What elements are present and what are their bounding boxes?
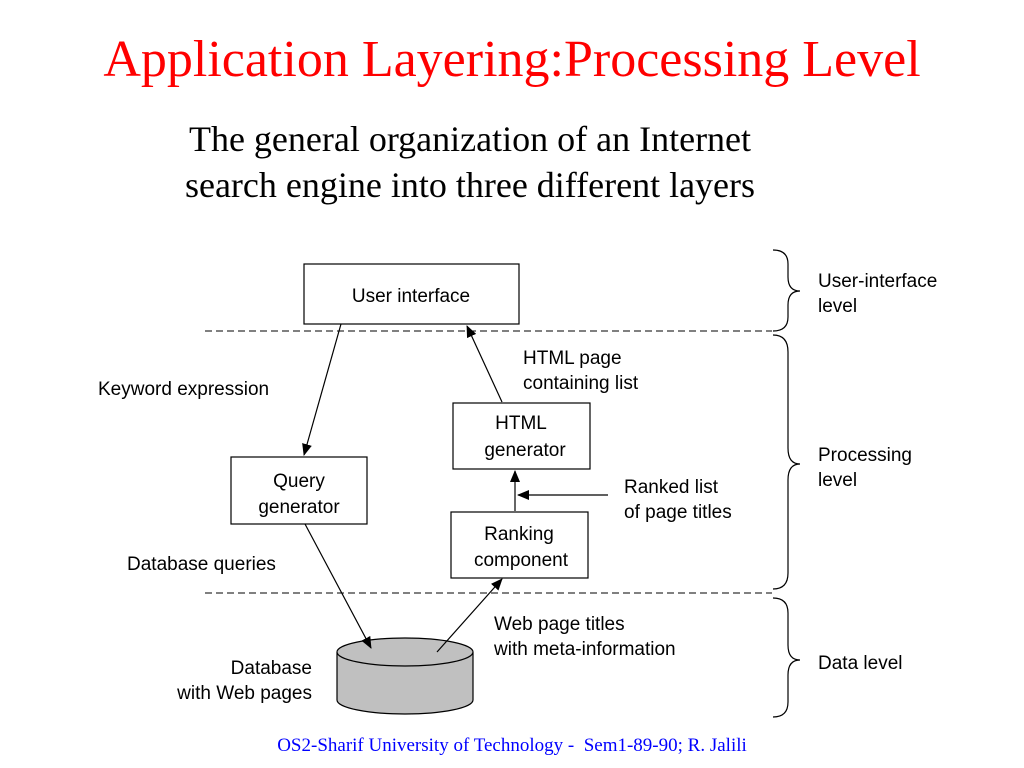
ranked-list-label-2: of page titles	[624, 502, 732, 523]
processing-level-label-1: Processing	[818, 445, 912, 466]
html-generator-label-2: generator	[484, 440, 566, 461]
data-level-label: Data level	[818, 653, 903, 674]
database-cylinder	[336, 637, 474, 715]
web-titles-label-2: with meta-information	[493, 639, 676, 660]
ranking-label-2: component	[474, 550, 569, 571]
ranking-label-1: Ranking	[484, 524, 554, 545]
query-generator-box: Query generator	[230, 456, 368, 525]
ui-level-label-1: User-interface	[818, 271, 937, 292]
subtitle-line-1: The general organization of an Internet	[188, 119, 752, 159]
db-query-arrow	[304, 523, 372, 649]
html-page-label-1: HTML page	[523, 348, 622, 369]
query-generator-label-2: generator	[258, 497, 340, 518]
html-page-arrow	[466, 325, 503, 403]
keyword-arrow	[302, 323, 342, 456]
keyword-expression-label: Keyword expression	[98, 379, 269, 400]
database-label-1: Database	[231, 658, 312, 679]
ui-level-brace	[772, 249, 801, 332]
data-level-brace	[772, 597, 801, 718]
html-generator-box: HTML generator	[452, 402, 591, 470]
html-generator-label-1: HTML	[495, 413, 547, 434]
user-interface-label: User interface	[352, 286, 470, 307]
subtitle-line-2: search engine into three different layer…	[184, 165, 756, 205]
user-interface-box: User interface	[303, 263, 520, 325]
database-label-2: with Web pages	[176, 683, 312, 704]
processing-level-brace	[772, 334, 801, 590]
slide-subtitle: The general organization of an Internet …	[60, 116, 880, 208]
query-generator-label-1: Query	[273, 471, 325, 492]
web-titles-arrow	[436, 578, 503, 653]
ui-level-label-2: level	[818, 296, 857, 317]
slide-footer: OS2-Sharif University of Technology - Se…	[277, 735, 747, 756]
ranked-list-label-1: Ranked list	[624, 477, 719, 498]
ranking-component-box: Ranking component	[450, 511, 589, 579]
web-titles-label-1: Web page titles	[494, 614, 625, 635]
processing-level-label-2: level	[818, 470, 857, 491]
slide-title: Application Layering:Processing Level	[103, 31, 921, 88]
html-page-label-2: containing list	[523, 373, 639, 394]
database-queries-label: Database queries	[127, 554, 276, 575]
